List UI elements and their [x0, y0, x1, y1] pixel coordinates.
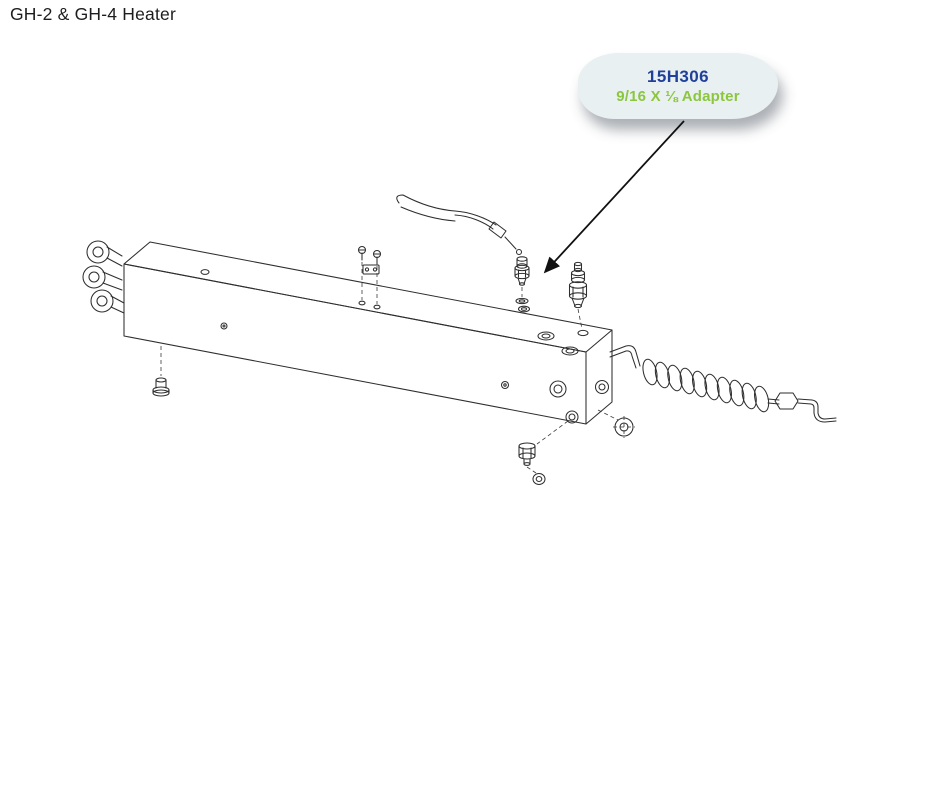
- heater-coil-assembly: [609, 345, 837, 423]
- top-screws: [357, 245, 382, 304]
- part-number: 15H306: [647, 67, 709, 86]
- adapter-fitting-15h306: [514, 248, 530, 305]
- bottom-right-fitting: [518, 420, 569, 486]
- push-fitting: [568, 261, 588, 330]
- thermocouple-cable: [396, 194, 517, 250]
- part-callout: 15H306 9/16 X ⅛ Adapter: [578, 53, 778, 119]
- end-cap-ports: [594, 379, 635, 438]
- part-name: 9/16 X ⅛ Adapter: [616, 88, 740, 105]
- bottom-left-plug: [152, 346, 170, 397]
- callout-arrow: [543, 120, 685, 274]
- left-knobs: [82, 240, 125, 314]
- page-title: GH-2 & GH-4 Heater: [10, 4, 177, 24]
- heater-block: [123, 241, 613, 425]
